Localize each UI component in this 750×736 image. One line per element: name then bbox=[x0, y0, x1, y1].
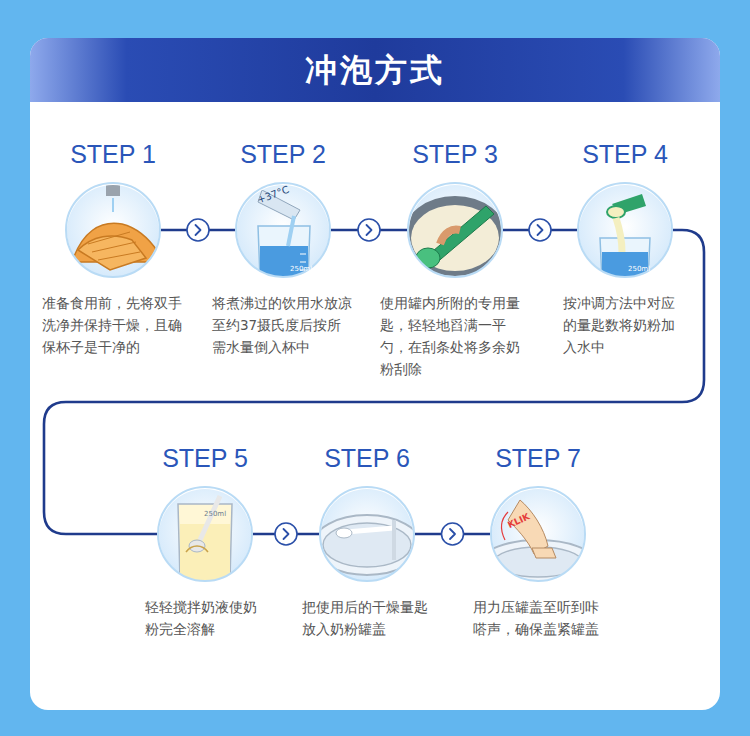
lid-scoop-illustration bbox=[313, 515, 421, 575]
connector bbox=[415, 523, 490, 545]
volume-mark: 250ml bbox=[204, 509, 226, 519]
step-heading: STEP 4 bbox=[582, 139, 668, 169]
volume-mark: 250ml bbox=[290, 264, 312, 274]
step-circle bbox=[490, 486, 586, 582]
connector bbox=[44, 230, 704, 534]
arrow-badge bbox=[187, 219, 209, 241]
step-description: 用力压罐盖至听到咔嗒声，确保盖紧罐盖 bbox=[473, 596, 603, 640]
arrow-badge bbox=[442, 523, 464, 545]
step-node: STEP 7 用力压罐盖至听到咔嗒声，确保盖紧罐盖 bbox=[473, 443, 603, 640]
step-heading: STEP 7 bbox=[495, 443, 581, 473]
step-heading: STEP 2 bbox=[240, 139, 326, 169]
step-heading: STEP 6 bbox=[324, 443, 410, 473]
arrow-chevron bbox=[538, 225, 543, 235]
add-powder-illustration bbox=[600, 194, 650, 280]
arrow-chevron bbox=[284, 529, 289, 539]
arrow-chevron bbox=[367, 225, 372, 235]
scoop-can-illustration bbox=[403, 196, 507, 276]
arrow-chevron bbox=[450, 529, 455, 539]
arrow-chevron bbox=[196, 225, 201, 235]
circle-grounds bbox=[67, 185, 671, 581]
step-node: STEP 1 准备食用前，先将双手洗净并保持干燥，且确保杯子是干净的 bbox=[42, 139, 184, 358]
hands-illustration bbox=[72, 184, 158, 270]
step-node: STEP 5 轻轻搅拌奶液使奶粉完全溶解 bbox=[145, 443, 265, 640]
step-description: 把使用后的干燥量匙放入奶粉罐盖 bbox=[302, 596, 432, 640]
volume-mark: 250ml bbox=[628, 264, 650, 274]
step-heading: STEP 5 bbox=[162, 443, 248, 473]
step-description: 轻轻搅拌奶液使奶粉完全溶解 bbox=[145, 596, 265, 640]
arrow-badge bbox=[529, 219, 551, 241]
step-node: STEP 2 将煮沸过的饮用水放凉至约37摄氏度后按所需水量倒入杯中 bbox=[212, 139, 354, 358]
connector bbox=[253, 523, 319, 545]
arrow-badge bbox=[358, 219, 380, 241]
connector-line bbox=[44, 230, 704, 534]
press-lid-illustration bbox=[482, 500, 594, 584]
connector bbox=[161, 219, 235, 241]
stir-illustration bbox=[178, 496, 232, 580]
step-node: STEP 3 使用罐内所附的专用量匙，轻轻地舀满一平勺，在刮条处将多余奶粉刮除 bbox=[380, 139, 530, 380]
step-description: 将煮沸过的饮用水放凉至约37摄氏度后按所需水量倒入杯中 bbox=[212, 292, 354, 358]
step-circle bbox=[157, 486, 253, 582]
step-node: STEP 6 把使用后的干燥量匙放入奶粉罐盖 bbox=[302, 443, 432, 640]
step-heading: STEP 1 bbox=[70, 139, 156, 169]
step-node: STEP 4 按冲调方法中对应的量匙数将奶粉加入水中 bbox=[563, 139, 687, 358]
step-circle bbox=[65, 182, 161, 278]
connector bbox=[331, 219, 407, 241]
step-heading: STEP 3 bbox=[412, 139, 498, 169]
arrow-badge bbox=[275, 523, 297, 545]
step-description: 按冲调方法中对应的量匙数将奶粉加入水中 bbox=[563, 292, 687, 358]
title-text: 冲泡方式 bbox=[30, 38, 720, 102]
step-circle bbox=[407, 182, 503, 278]
step-circle bbox=[577, 182, 673, 278]
beaker-water-illustration bbox=[258, 190, 310, 278]
step-description: 使用罐内所附的专用量匙，轻轻地舀满一平勺，在刮条处将多余奶粉刮除 bbox=[380, 292, 530, 380]
connector bbox=[503, 219, 577, 241]
step-circle bbox=[319, 486, 415, 582]
step-description: 准备食用前，先将双手洗净并保持干燥，且确保杯子是干净的 bbox=[42, 292, 184, 358]
